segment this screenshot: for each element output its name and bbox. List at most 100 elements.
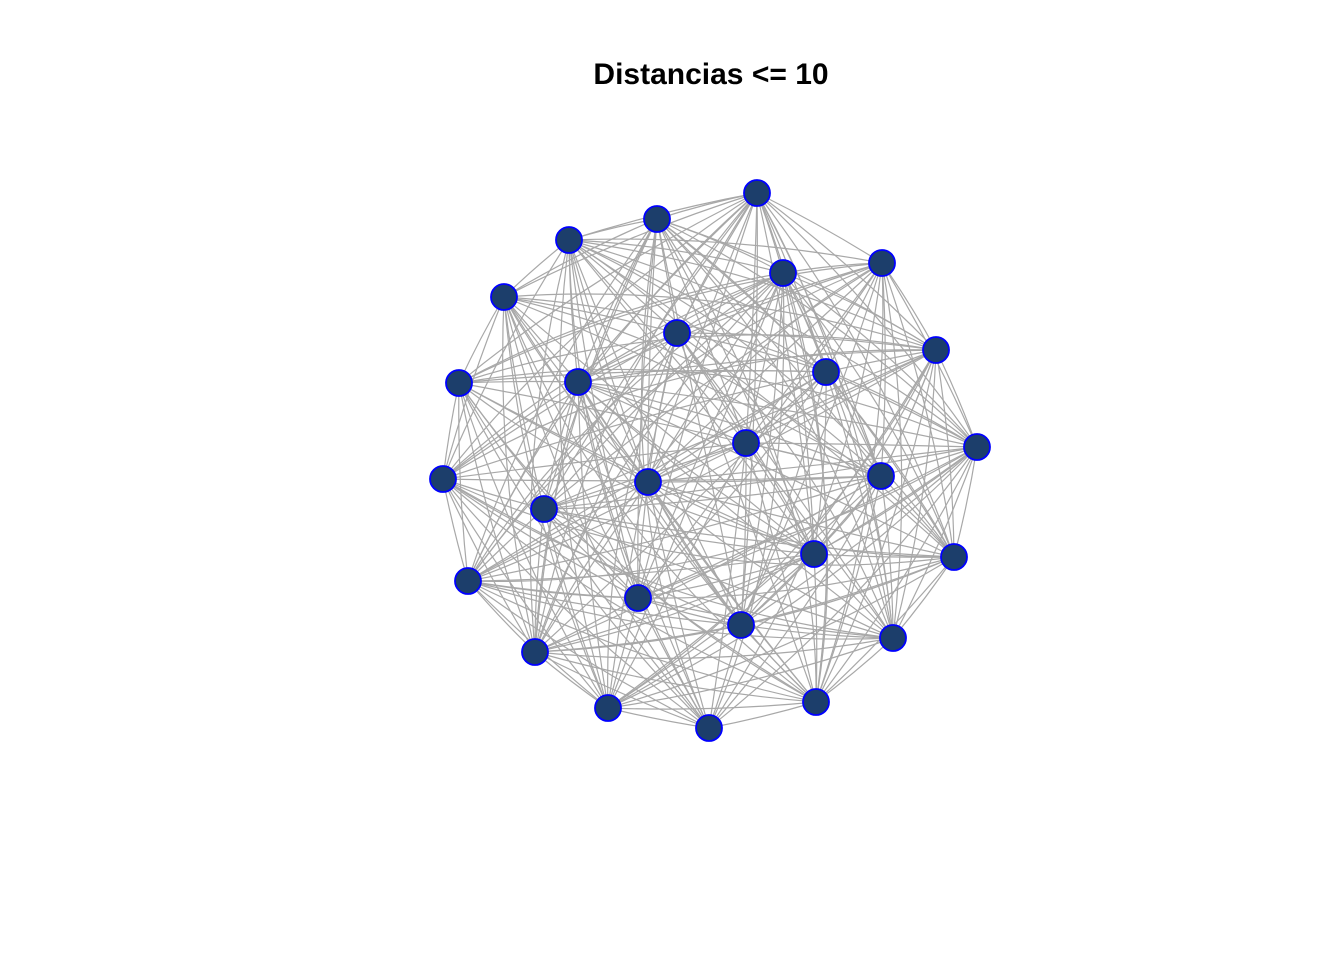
edge xyxy=(740,371,827,626)
node xyxy=(429,465,457,493)
node xyxy=(445,369,473,397)
edge xyxy=(676,332,827,373)
edge xyxy=(647,192,758,483)
edge xyxy=(637,475,882,599)
edge xyxy=(607,553,815,709)
edge xyxy=(458,382,639,599)
edge xyxy=(534,272,784,653)
edge xyxy=(637,272,784,599)
edge xyxy=(543,508,955,558)
node xyxy=(769,259,797,287)
edge xyxy=(577,381,882,477)
edge xyxy=(607,332,678,709)
edge xyxy=(637,446,978,599)
edge xyxy=(503,293,937,351)
edge xyxy=(740,624,894,639)
edge xyxy=(568,239,639,599)
edge xyxy=(577,381,894,639)
node xyxy=(727,611,755,639)
edge xyxy=(534,262,883,653)
edge xyxy=(880,349,937,477)
edge xyxy=(442,478,536,653)
node xyxy=(634,468,662,496)
edge xyxy=(607,349,937,709)
edge xyxy=(892,349,937,639)
edges-layer xyxy=(442,192,978,729)
edge xyxy=(458,382,536,653)
edge xyxy=(458,382,710,729)
edge xyxy=(458,382,545,510)
node xyxy=(802,688,830,716)
edge xyxy=(577,370,827,383)
node xyxy=(963,433,991,461)
edge xyxy=(467,381,579,582)
edge xyxy=(503,296,978,448)
edge xyxy=(568,239,710,729)
edge xyxy=(577,349,937,383)
edge xyxy=(935,349,955,558)
edge xyxy=(503,296,882,477)
edge xyxy=(647,481,955,558)
node xyxy=(922,336,950,364)
edge xyxy=(676,192,758,334)
edge xyxy=(647,272,784,483)
nodes-layer xyxy=(429,179,991,742)
edge xyxy=(467,262,883,582)
edge xyxy=(637,371,827,599)
edge xyxy=(577,381,639,599)
edge xyxy=(458,382,815,555)
edge xyxy=(708,262,883,729)
edge xyxy=(577,381,955,558)
node xyxy=(867,462,895,490)
node xyxy=(800,540,828,568)
edge xyxy=(543,508,609,709)
edge xyxy=(881,262,903,639)
edge xyxy=(534,508,545,653)
edge xyxy=(740,442,747,626)
edge xyxy=(442,478,894,639)
edge xyxy=(467,580,710,729)
edge xyxy=(442,349,937,480)
edge xyxy=(825,371,894,639)
edge xyxy=(543,218,658,510)
edge xyxy=(543,381,579,510)
edge xyxy=(607,446,978,709)
edge xyxy=(647,481,817,703)
edge xyxy=(676,332,817,703)
edge xyxy=(647,475,882,483)
edge xyxy=(534,371,827,653)
edge xyxy=(467,481,649,582)
edge xyxy=(577,192,758,383)
edge xyxy=(568,239,815,555)
edge xyxy=(534,481,649,653)
edge xyxy=(637,597,894,639)
edge xyxy=(442,272,784,480)
edge xyxy=(442,478,710,729)
edge xyxy=(813,553,955,558)
node xyxy=(564,368,592,396)
edge xyxy=(740,446,978,626)
edge xyxy=(740,262,883,626)
edge xyxy=(534,624,742,653)
edge xyxy=(745,442,817,703)
edge xyxy=(543,508,639,599)
edge xyxy=(745,272,784,444)
edge xyxy=(543,192,758,510)
edge xyxy=(568,238,883,264)
node xyxy=(940,543,968,571)
edge xyxy=(815,475,882,703)
edge xyxy=(577,381,815,555)
edge xyxy=(740,349,937,626)
edge xyxy=(568,239,784,274)
edge xyxy=(442,478,639,599)
edge xyxy=(892,446,978,639)
node xyxy=(812,358,840,386)
edge xyxy=(656,218,978,448)
edge xyxy=(458,272,784,384)
edge xyxy=(543,349,937,510)
node xyxy=(594,694,622,722)
edge xyxy=(607,637,894,709)
node xyxy=(743,179,771,207)
edge xyxy=(745,442,882,477)
edge xyxy=(458,296,505,384)
